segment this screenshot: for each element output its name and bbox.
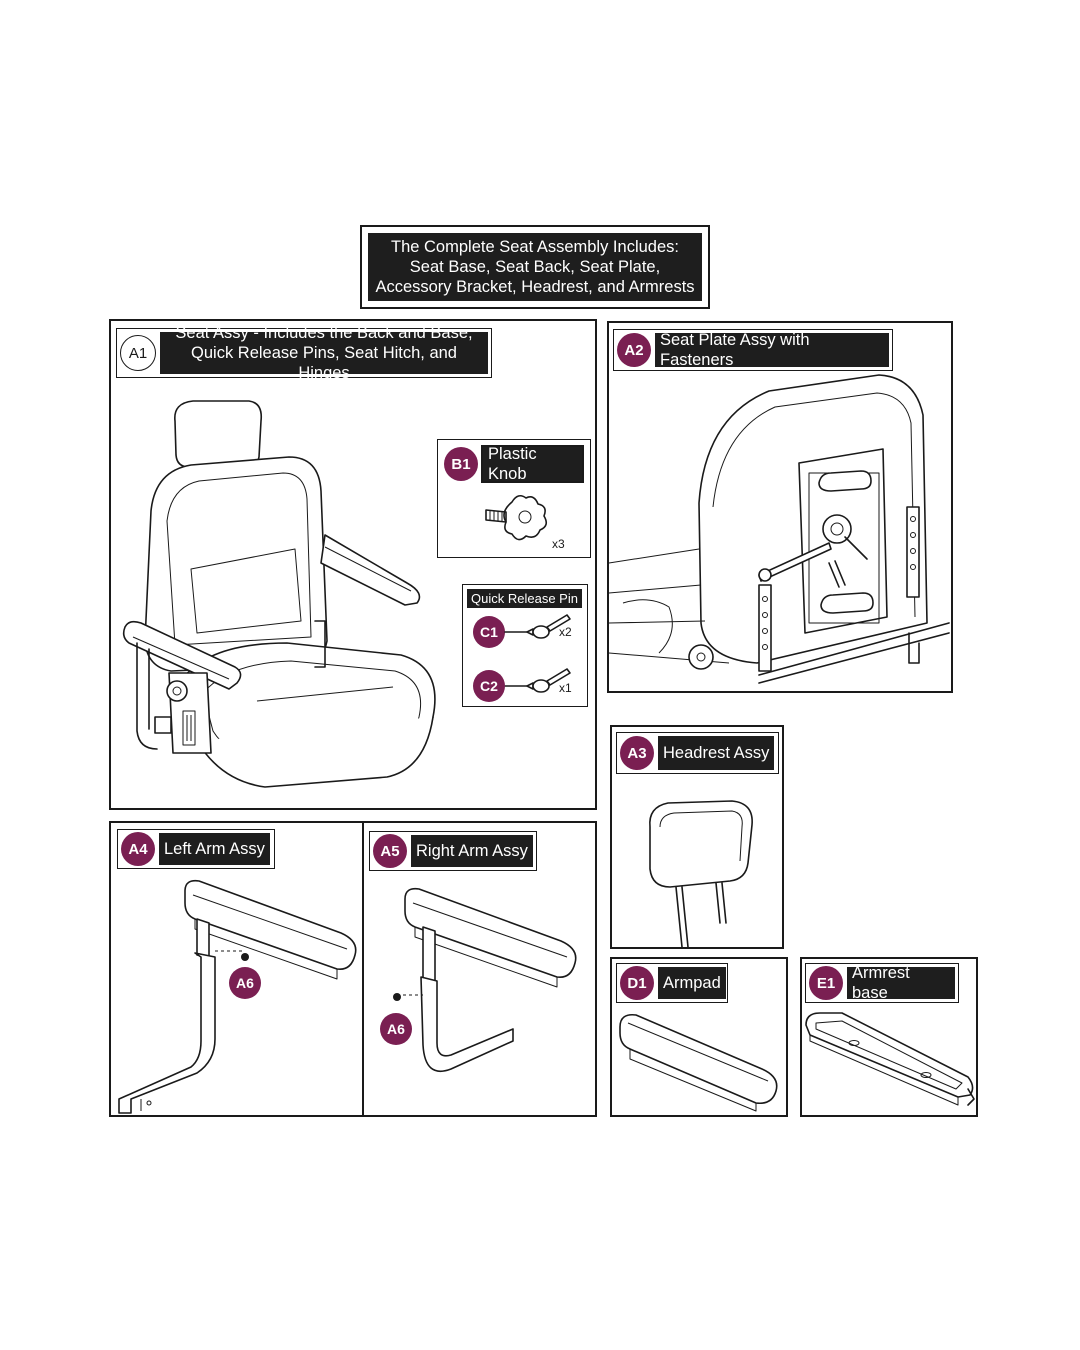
- a3-badge: A3: [620, 736, 654, 770]
- a3-label: A3 Headrest Assy: [616, 732, 779, 774]
- c2-quantity: x1: [559, 681, 572, 695]
- d1-label: D1 Armpad: [616, 963, 728, 1003]
- title-line-2: Seat Base, Seat Back, Seat Plate,: [409, 258, 661, 276]
- a5-a6-callout: A6: [380, 1013, 412, 1045]
- b1-label-text: Plastic Knob: [481, 445, 584, 483]
- left-arm-drawing: [118, 879, 577, 1114]
- a1-badge: A1: [120, 335, 156, 371]
- panel-quick-release-pin: Quick Release Pin C1 x2 C2 x1: [462, 584, 588, 707]
- panel-a2-seat-plate: A2 Seat Plate Assy with Fasteners: [607, 321, 953, 693]
- a1-label-text: Seat Assy - Includes the Back and Base, …: [160, 324, 488, 382]
- a5-label: A5 Right Arm Assy: [369, 831, 537, 871]
- assembly-title: The Complete Seat Assembly Includes: Sea…: [368, 233, 702, 301]
- a3-label-text: Headrest Assy: [658, 736, 775, 770]
- b1-badge: B1: [444, 447, 478, 481]
- a4-label: A4 Left Arm Assy: [117, 829, 275, 869]
- a4-label-text: Left Arm Assy: [159, 833, 270, 865]
- d1-badge: D1: [620, 966, 654, 1000]
- panel-d1-armpad: D1 Armpad: [610, 957, 788, 1117]
- plastic-knob-icon: [485, 494, 548, 541]
- a5-label-text: Right Arm Assy: [411, 835, 533, 867]
- title-line-1: The Complete Seat Assembly Includes:: [391, 238, 679, 256]
- panel-a3-headrest: A3 Headrest Assy: [610, 725, 784, 949]
- panel-e1-armrest-base: E1 Armrest base: [800, 957, 978, 1117]
- d1-label-text: Armpad: [658, 967, 726, 999]
- a2-badge: A2: [617, 333, 651, 367]
- c2-badge: C2: [473, 670, 505, 702]
- quick-release-pin-c1-icon: [504, 614, 571, 693]
- e1-badge: E1: [809, 966, 843, 1000]
- armpad-drawing: [619, 1013, 778, 1112]
- a5-badge: A5: [373, 834, 407, 868]
- c1-quantity: x2: [559, 625, 572, 639]
- a2-label-text: Seat Plate Assy with Fasteners: [655, 331, 889, 369]
- a4-a6-callout: A6: [229, 967, 261, 999]
- panel-a1-seat-assy: A1 Seat Assy - Includes the Back and Bas…: [109, 319, 597, 810]
- title-line-3: Accessory Bracket, Headrest, and Armrest…: [375, 278, 695, 296]
- e1-label-text: Armrest base: [847, 964, 955, 1002]
- b1-quantity: x3: [552, 537, 565, 551]
- b1-label: B1 Plastic Knob: [442, 444, 585, 484]
- assembly-title-box: The Complete Seat Assembly Includes: Sea…: [360, 225, 710, 309]
- a2-label: A2 Seat Plate Assy with Fasteners: [613, 329, 893, 371]
- quick-release-pin-header: Quick Release Pin: [467, 589, 582, 608]
- headrest-drawing: [649, 800, 753, 948]
- armrest-base-drawing: [805, 1012, 975, 1106]
- seat-plate-drawing: [608, 374, 950, 684]
- panel-b1-plastic-knob: B1 Plastic Knob x3: [437, 439, 591, 558]
- a1-label-line-1: Seat Assy - Includes the Back and Base,: [175, 324, 473, 342]
- a1-label: A1 Seat Assy - Includes the Back and Bas…: [116, 324, 492, 382]
- c1-badge: C1: [473, 616, 505, 648]
- panel-arm-assemblies: A4 Left Arm Assy A5 Right Arm Assy A6 A6: [109, 821, 597, 1117]
- arm-panel-divider: [362, 823, 364, 1115]
- a1-label-line-2: Quick Release Pins, Seat Hitch, and Hing…: [191, 344, 457, 382]
- a4-badge: A4: [121, 832, 155, 866]
- seat-assembly-drawing: [122, 400, 436, 788]
- e1-label: E1 Armrest base: [805, 963, 959, 1003]
